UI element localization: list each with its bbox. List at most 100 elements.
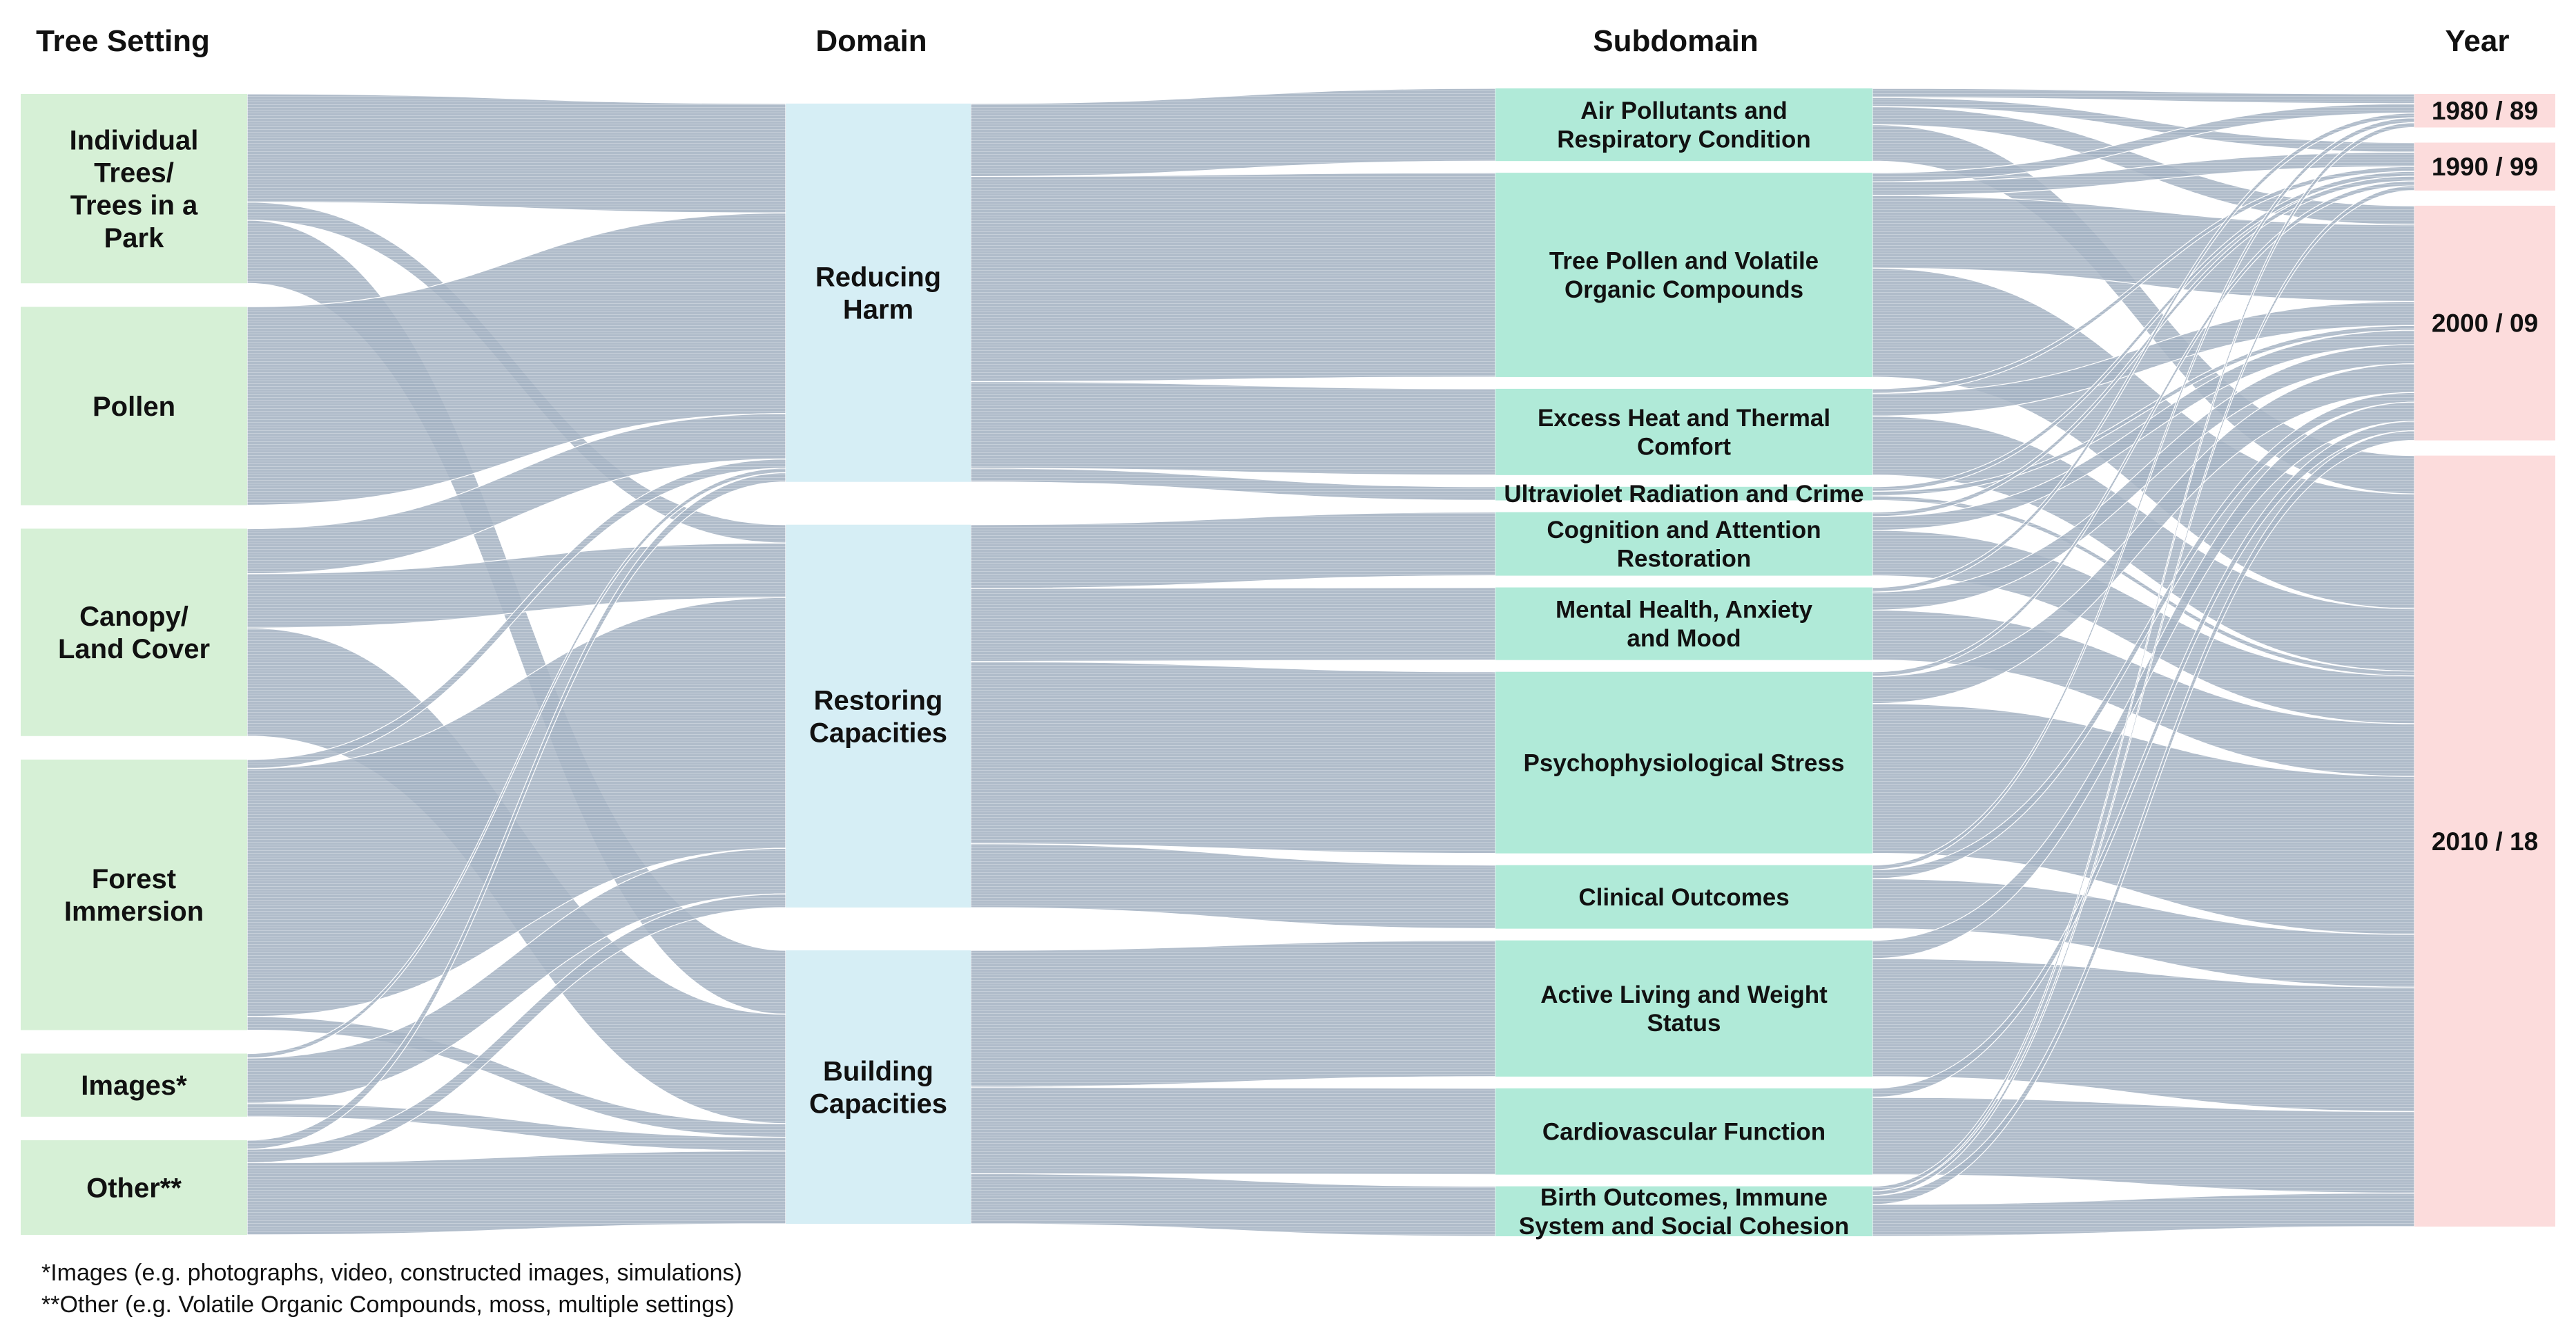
flow-cardio-to-y2010 [1872, 1097, 2415, 1194]
subdomain-node-clinical [1495, 865, 1872, 929]
year-label-line: 1990 / 99 [2432, 153, 2538, 181]
subdomain-label-line: Respiratory Condition [1557, 126, 1811, 153]
footnote-images: *Images (e.g. photographs, video, constr… [41, 1260, 742, 1286]
year-label-y2000: 2000 / 09 [2432, 309, 2538, 338]
flow-building-to-cardio [970, 1086, 1496, 1175]
tree-label-images: Images* [81, 1071, 187, 1101]
flow-birth-to-y2010 [1872, 1192, 2415, 1237]
flow-building-to-birth [970, 1173, 1496, 1237]
year-label-y2010: 2010 / 18 [2432, 827, 2538, 856]
subdomain-node-uv [1495, 486, 1872, 501]
subdomain-node-cardio [1495, 1088, 1872, 1175]
tree-node-forest [21, 759, 247, 1030]
header-tree-setting: Tree Setting [36, 24, 210, 58]
tree-label-line: Pollen [93, 392, 175, 422]
tree-label-canopy: Canopy/Land Cover [58, 602, 210, 664]
subdomain-label-stress: Psychophysiological Stress [1524, 749, 1845, 776]
flow-restoring-to-mental [970, 586, 1496, 662]
domain-label-line: Capacities [809, 1089, 947, 1120]
tree-label-line: Park [104, 223, 164, 253]
subdomain-label-line: Cardiovascular Function [1542, 1119, 1826, 1146]
domain-node-reducing [786, 104, 971, 482]
tree-node-images [21, 1053, 247, 1117]
domain-label-line: Restoring [814, 685, 943, 716]
year-node-y2000 [2414, 205, 2555, 441]
domain-label-line: Building [823, 1056, 933, 1086]
subdomain-label-line: Status [1647, 1010, 1721, 1037]
flows-layer [246, 88, 2415, 1237]
tree-node-pollen [21, 307, 247, 506]
tree-label-line: Land Cover [58, 634, 210, 664]
tree-label-line: Forest [92, 864, 176, 894]
domain-node-restoring [786, 524, 971, 908]
subdomain-node-birth [1495, 1186, 1872, 1236]
subdomain-node-pollenvoc [1495, 173, 1872, 377]
year-label-line: 2000 / 09 [2432, 309, 2538, 338]
subdomain-label-line: Excess Heat and Thermal [1538, 405, 1830, 432]
year-node-y1990 [2414, 142, 2555, 191]
tree-label-pollen: Pollen [93, 392, 175, 422]
header-year: Year [2446, 24, 2510, 58]
subdomain-label-line: System and Social Cohesion [1519, 1213, 1849, 1240]
subdomain-label-line: Clinical Outcomes [1578, 884, 1789, 911]
subdomain-label-line: Cognition and Attention [1547, 517, 1821, 544]
subdomain-node-active [1495, 940, 1872, 1077]
tree-node-canopy [21, 528, 247, 736]
subdomain-label-line: Organic Compounds [1565, 276, 1803, 303]
tree-label-other: Other** [86, 1173, 182, 1203]
domain-label-line: Reducing [815, 262, 941, 292]
header-domain: Domain [815, 24, 927, 58]
nodes-layer [21, 88, 2555, 1236]
tree-node-individual [21, 94, 247, 284]
flow-individual-to-reducing [246, 93, 786, 213]
subdomain-label-line: Tree Pollen and Volatile [1549, 248, 1819, 275]
tree-label-line: Images* [81, 1071, 187, 1101]
year-label-line: 2010 / 18 [2432, 827, 2538, 856]
subdomain-label-cardio: Cardiovascular Function [1542, 1119, 1826, 1146]
domain-node-building [786, 950, 971, 1224]
flow-restoring-to-stress [970, 661, 1496, 854]
subdomain-label-line: Restoration [1617, 545, 1751, 572]
year-label-y1980: 1980 / 89 [2432, 97, 2538, 125]
subdomain-node-heat [1495, 388, 1872, 475]
flow-birth-to-y1990 [1872, 185, 2415, 1196]
footnote-other: **Other (e.g. Volatile Organic Compounds… [41, 1292, 735, 1318]
flow-reducing-to-air [970, 88, 1496, 177]
subdomain-label-line: and Mood [1627, 625, 1741, 652]
tree-label-line: Trees/ [94, 158, 174, 189]
tree-label-line: Immersion [64, 896, 204, 927]
subdomain-node-air [1495, 88, 1872, 162]
subdomain-label-line: Active Living and Weight [1540, 981, 1828, 1008]
subdomain-node-cognition [1495, 512, 1872, 576]
tree-label-line: Canopy/ [79, 602, 188, 632]
subdomain-node-stress [1495, 671, 1872, 854]
domain-label-line: Capacities [809, 718, 947, 748]
tree-node-other [21, 1140, 247, 1235]
subdomain-label-uv: Ultraviolet Radiation and Crime [1504, 481, 1863, 508]
subdomain-label-clinical: Clinical Outcomes [1578, 884, 1789, 911]
flow-other-to-reducing [246, 472, 786, 1150]
flow-building-to-active [970, 940, 1496, 1088]
subdomain-node-mental [1495, 587, 1872, 660]
flow-reducing-to-pollenvoc [970, 172, 1496, 383]
header-subdomain: Subdomain [1593, 24, 1759, 58]
year-node-y1980 [2414, 94, 2555, 128]
tree-label-line: Other** [86, 1173, 182, 1203]
flow-restoring-to-clinical [970, 843, 1496, 930]
year-label-y1990: 1990 / 99 [2432, 153, 2538, 181]
tree-label-line: Individual [70, 125, 199, 155]
flow-other-to-building [246, 1150, 786, 1236]
year-label-line: 1980 / 89 [2432, 97, 2538, 125]
subdomain-label-line: Ultraviolet Radiation and Crime [1504, 481, 1863, 508]
